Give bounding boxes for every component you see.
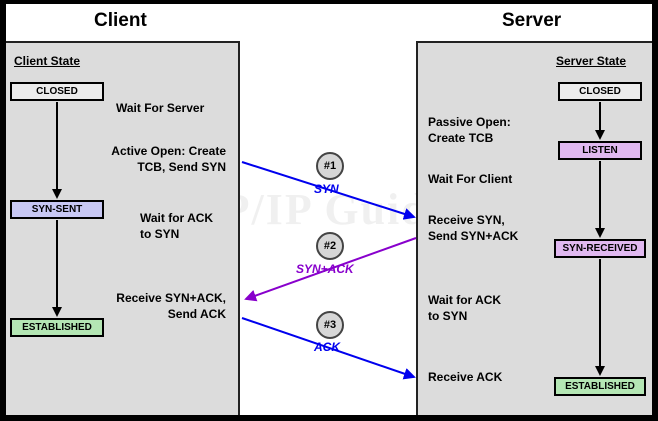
connector-arrows: [52, 102, 605, 380]
server-step-receive-ack: Receive ACK: [428, 370, 503, 384]
client-state-syn-sent: SYN-SENT: [10, 200, 104, 219]
client-header: Client: [94, 10, 147, 31]
message-number-3-badge: #3: [316, 311, 344, 339]
client-step-wait-for-server: Wait For Server: [116, 101, 205, 115]
server-step-receive-syn: Receive SYN, Send SYN+ACK: [428, 213, 519, 243]
client-step-wait-for-ack: Wait for ACK to SYN: [140, 211, 214, 241]
server-state-established: ESTABLISHED: [554, 377, 646, 396]
message-arrow-syn: [241, 161, 416, 220]
server-state-title: Server State: [556, 54, 627, 68]
server-header: Server: [502, 10, 562, 31]
message-arrow-ack: [241, 317, 416, 380]
message-number-2-badge: #2: [316, 232, 344, 260]
client-step-receive-syn-ack: Receive SYN+ACK, Send ACK: [116, 291, 226, 321]
server-step-wait-for-client: Wait For Client: [428, 172, 513, 186]
server-panel: [416, 41, 652, 415]
server-step-passive-open: Passive Open: Create TCB: [428, 115, 511, 145]
message-label-syn-ack: SYN+ACK: [296, 262, 354, 276]
server-state-listen: LISTEN: [558, 141, 642, 160]
client-step-active-open: Active Open: Create TCB, Send SYN: [111, 144, 226, 174]
server-state-syn-received: SYN-RECEIVED: [554, 239, 646, 258]
client-state-title: Client State: [14, 54, 81, 68]
message-label-ack: ACK: [314, 340, 340, 354]
server-state-closed: CLOSED: [558, 82, 642, 101]
client-state-established: ESTABLISHED: [10, 318, 104, 337]
message-number-1-badge: #1: [316, 152, 344, 180]
server-step-wait-for-ack: Wait for ACK to SYN: [428, 293, 502, 323]
client-state-closed: CLOSED: [10, 82, 104, 101]
message-label-syn: SYN: [314, 182, 339, 196]
client-panel: [6, 41, 240, 415]
message-arrow-syn-ack: [244, 237, 417, 302]
tcp-handshake-diagram: The TCP/IP Guide Client Server Client St…: [6, 4, 652, 415]
